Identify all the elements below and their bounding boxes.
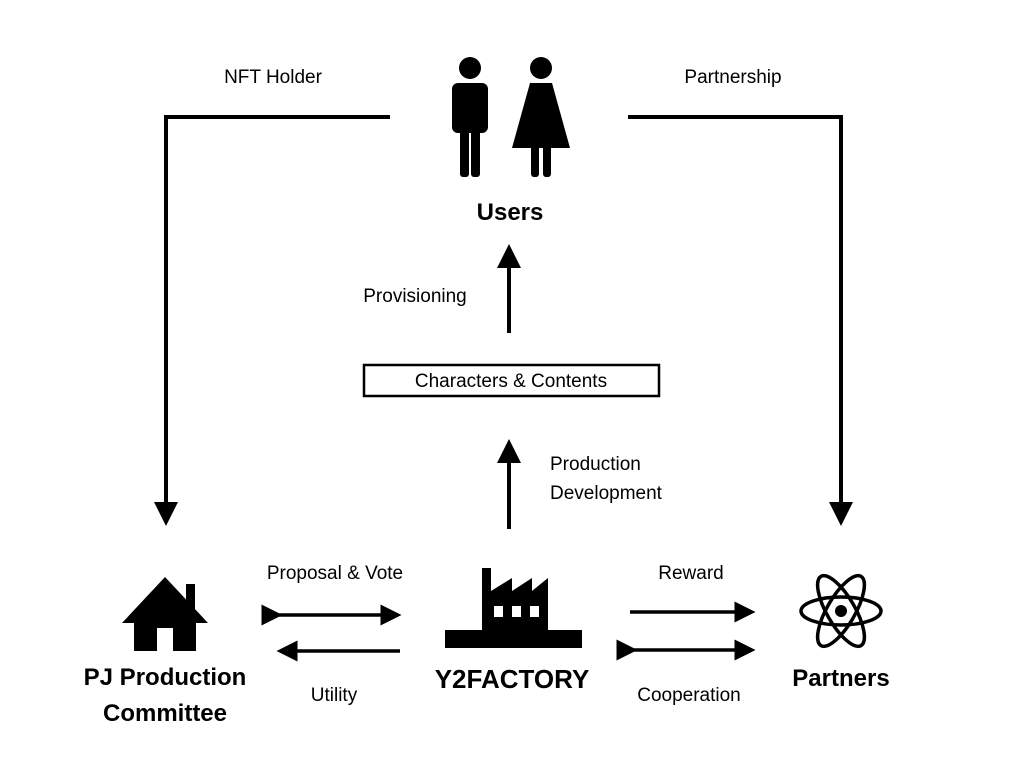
nft-holder-connector [154, 115, 390, 526]
development-label: Development [550, 483, 663, 504]
content-box-label: Characters & Contents [415, 371, 607, 392]
partnership-connector [628, 115, 853, 526]
content-box [362, 363, 661, 398]
reward-label: Reward [658, 563, 723, 584]
committee-label-line2: Committee [103, 700, 227, 727]
house-icon [122, 577, 208, 651]
people-icon [452, 57, 570, 177]
proposal-vote-label: Proposal & Vote [267, 563, 403, 584]
cooperation-label: Cooperation [637, 685, 741, 706]
users-label: Users [477, 199, 544, 226]
factory-icon [445, 568, 582, 648]
partners-label: Partners [792, 665, 889, 692]
committee-label-line1: PJ Production [84, 664, 247, 691]
nft-holder-label: NFT Holder [224, 67, 323, 88]
partnership-label: Partnership [684, 67, 781, 88]
factory-label: Y2FACTORY [435, 664, 590, 694]
production-label: Production [550, 454, 641, 475]
provisioning-label: Provisioning [363, 286, 467, 307]
utility-label: Utility [311, 685, 358, 706]
atom-icon [799, 573, 883, 649]
